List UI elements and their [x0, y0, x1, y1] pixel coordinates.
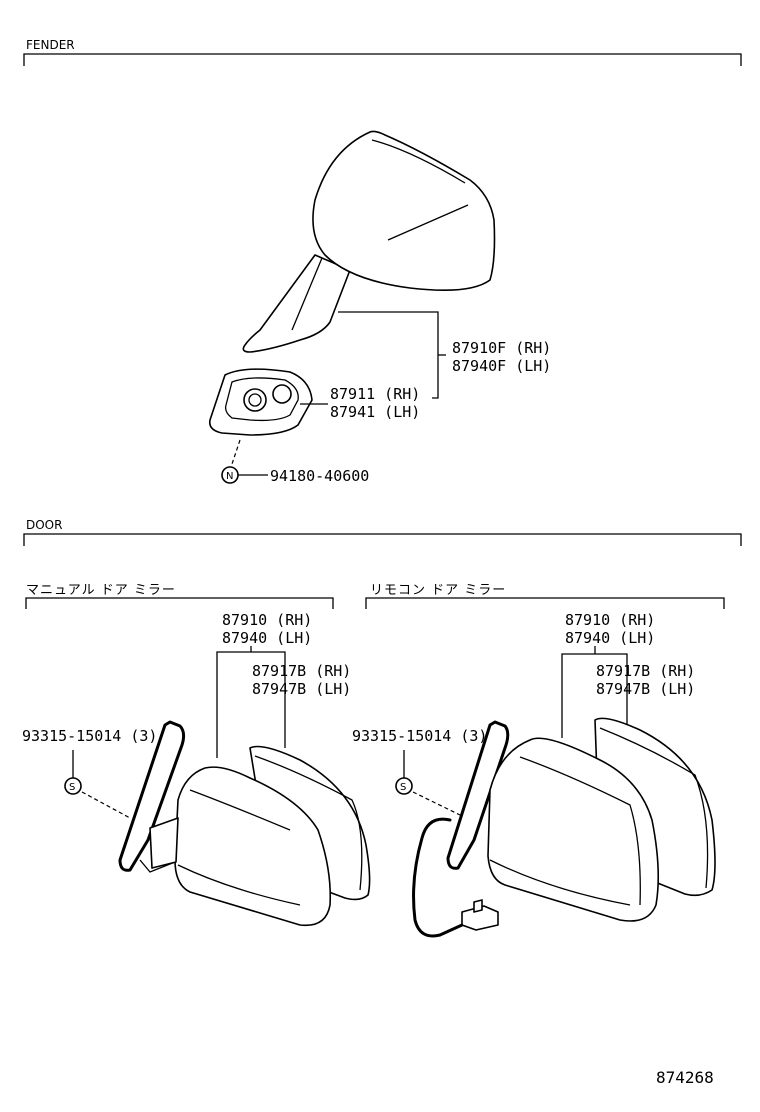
fender-mirror-base-inner: [224, 377, 299, 422]
remote-mirror-housing: [487, 737, 660, 922]
remote-screw-dashed: [412, 791, 461, 816]
remote-mirror-wire: [412, 817, 464, 938]
remote-mirror-cover-rim: [599, 727, 709, 889]
label-manual-mirror-rh: 87910 (RH): [222, 611, 312, 629]
fender-mirror-glass-line: [387, 204, 469, 241]
nut-symbol-letter: N: [226, 471, 233, 482]
fender-mirror-rim: [371, 139, 466, 184]
section-title-fender: FENDER: [26, 38, 75, 52]
label-fender-mirror-lh: 87940F (LH): [452, 357, 551, 375]
screw-symbol-icon-manual: [64, 777, 82, 795]
label-remote-mirror-rh: 87910 (RH): [565, 611, 655, 629]
manual-mirror-housing-edge: [189, 789, 291, 831]
label-fender-base-rh: 87911 (RH): [330, 385, 420, 403]
manual-mirror-housing-edge-2: [177, 864, 301, 906]
subsection-bracket-remote: [365, 597, 725, 609]
fender-base-hole-1-inner: [248, 393, 262, 407]
remote-mirror-housing-edge: [489, 859, 631, 906]
label-remote-cover-rh: 87917B (RH): [596, 662, 695, 680]
subsection-title-manual: マニュアル ドア ミラー: [26, 583, 176, 598]
manual-screw-dashed: [81, 791, 131, 819]
label-manual-screw: 93315-15014 (3): [22, 727, 157, 745]
label-fender-base-lh: 87941 (LH): [330, 403, 420, 421]
label-fender-nut: 94180-40600: [270, 467, 369, 485]
manual-mirror-cover-rim: [254, 755, 363, 891]
remote-mirror-connector: [461, 905, 499, 931]
label-manual-mirror-lh: 87940 (LH): [222, 629, 312, 647]
label-manual-cover-lh: 87947B (LH): [252, 680, 351, 698]
label-manual-cover-rh: 87917B (RH): [252, 662, 351, 680]
label-remote-screw: 93315-15014 (3): [352, 727, 487, 745]
subsection-title-remote: リモコン ドア ミラー: [370, 583, 506, 598]
fender-mirror-arm-edge: [291, 257, 323, 331]
section-bracket-fender: [23, 53, 742, 66]
remote-mirror-connector-latch: [473, 899, 483, 913]
screw-symbol-icon-remote: [395, 777, 413, 795]
diagram-number: 874268: [656, 1068, 714, 1087]
fender-nut-dashed-leader: [231, 439, 241, 465]
remote-mirror-housing-rim: [519, 756, 641, 906]
fender-mirror-arm: [242, 254, 351, 353]
screw-symbol-letter-remote: S: [400, 782, 406, 793]
label-fender-mirror-rh: 87910F (RH): [452, 339, 551, 357]
remote-mirror-mount: [446, 720, 510, 870]
fender-base-hole-2: [272, 384, 292, 404]
fender-base-hole-1: [243, 388, 267, 412]
manual-mirror-mount-foot: [139, 859, 176, 873]
label-remote-mirror-lh: 87940 (LH): [565, 629, 655, 647]
fender-mirror-housing: [312, 130, 496, 292]
subsection-bracket-manual: [25, 597, 334, 609]
section-bracket-door: [23, 533, 742, 546]
screw-symbol-letter-manual: S: [69, 782, 75, 793]
manual-mirror-mount: [118, 720, 186, 872]
manual-mirror-neck: [149, 817, 179, 869]
label-remote-cover-lh: 87947B (LH): [596, 680, 695, 698]
section-title-door: DOOR: [26, 518, 62, 532]
